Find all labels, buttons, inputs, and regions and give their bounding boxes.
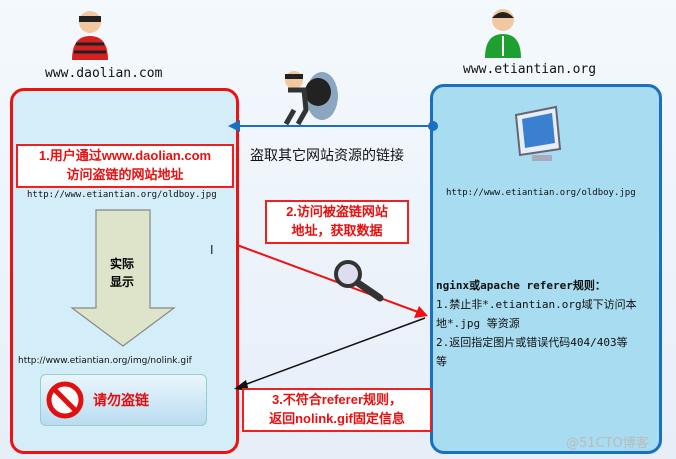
steal-link-label: 盗取其它网站资源的链接 — [250, 148, 404, 164]
response-arrow — [243, 317, 426, 386]
request-arrow — [236, 244, 419, 313]
rule2-line1: 2.返回指定图片或错误代码404/403等 — [436, 336, 628, 349]
referer-rules: nginx或apache referer规则： 1.禁止非*.etiantian… — [436, 276, 658, 371]
nolink-image: 请勿盗链 — [40, 374, 207, 426]
step2-line2: 地址，获取数据 — [291, 223, 383, 238]
step1-line1: 1.用户通过www.daolian.com — [38, 148, 212, 163]
down-arrow-icon — [70, 209, 176, 347]
text-cursor-icon: I — [210, 243, 214, 257]
watermark: @51CTO博客 — [566, 436, 649, 451]
step2-label: 2.访问被盗链网站 地址，获取数据 — [265, 200, 409, 244]
step3-label: 3.不符合referer规则， 返回nolink.gif固定信息 — [242, 388, 432, 432]
rule1-line2: 地*.jpg 等资源 — [436, 317, 520, 330]
thief-icon — [283, 71, 338, 126]
rule2-line2: 等 — [436, 355, 447, 368]
computer-icon — [514, 105, 562, 161]
right-site-label: www.etiantian.org — [463, 62, 597, 77]
step1-line2: 访问盗链的网站地址 — [66, 167, 184, 182]
user-icon — [485, 9, 521, 58]
step3-line2: 返回nolink.gif固定信息 — [269, 411, 405, 426]
actual-display-label: 实际 显示 — [100, 255, 144, 291]
nolink-url: http://www.etiantian.org/img/nolink.gif — [18, 356, 192, 366]
rules-title: nginx或apache referer规则： — [436, 279, 606, 292]
step1-label: 1.用户通过www.daolian.com 访问盗链的网站地址 — [16, 144, 234, 188]
forbidden-icon — [46, 381, 84, 419]
left-site-label: www.daolian.com — [45, 66, 163, 81]
step3-line1: 3.不符合referer规则， — [271, 392, 403, 407]
right-image-url: http://www.etiantian.org/oldboy.jpg — [446, 188, 636, 198]
rule1-line1: 1.禁止非*.etiantian.org域下访问本 — [436, 298, 637, 311]
thief-user-icon — [72, 11, 108, 60]
forbidden-text: 请勿盗链 — [93, 393, 149, 409]
step2-line1: 2.访问被盗链网站 — [286, 204, 388, 219]
actual-display-line2: 显示 — [109, 275, 134, 289]
actual-display-line1: 实际 — [109, 257, 134, 271]
left-image-url: http://www.etiantian.org/oldboy.jpg — [27, 190, 217, 200]
magnifier-icon — [334, 260, 384, 302]
